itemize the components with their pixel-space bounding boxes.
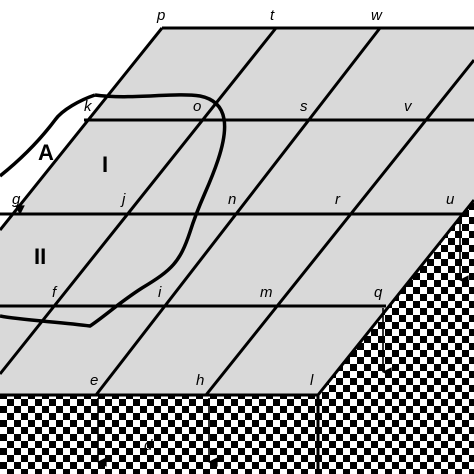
node-label-o: o — [193, 98, 201, 115]
node-label-j: j — [120, 191, 126, 208]
node-label-m: m — [260, 284, 273, 301]
node-label-d: d — [144, 437, 153, 454]
node-label-g: g — [12, 191, 21, 208]
node-label-h: h — [196, 372, 204, 389]
grid-diagonal-right-edge — [316, 199, 474, 396]
node-label-f: f — [52, 284, 58, 301]
region-boundary-outline — [0, 93, 227, 328]
grid-diagonal-wh — [94, 27, 382, 396]
region-boundary-outline-upper-left — [0, 93, 96, 178]
region-label-A: A — [38, 140, 54, 165]
node-label-t: t — [270, 7, 275, 24]
node-label-q: q — [374, 284, 383, 301]
node-label-w: w — [371, 7, 383, 24]
grid-diagonal-left-edge — [0, 27, 164, 231]
node-label-p: p — [156, 7, 165, 24]
region-label-I: I — [102, 152, 108, 177]
node-label-v: v — [404, 98, 413, 115]
grid-diagonal-te — [0, 27, 278, 375]
right-side-face — [318, 200, 474, 474]
node-label-s: s — [300, 98, 308, 115]
grid-diagonal-vl — [204, 59, 474, 396]
node-label-r: r — [335, 191, 341, 208]
node-label-e: e — [90, 372, 98, 389]
node-label-u: u — [446, 191, 455, 208]
node-label-l: l — [310, 372, 314, 389]
region-label-II: II — [34, 244, 46, 269]
front-side-face — [0, 395, 318, 474]
node-label-k: k — [84, 98, 93, 115]
node-label-i: i — [158, 284, 162, 301]
node-label-n: n — [228, 191, 236, 208]
